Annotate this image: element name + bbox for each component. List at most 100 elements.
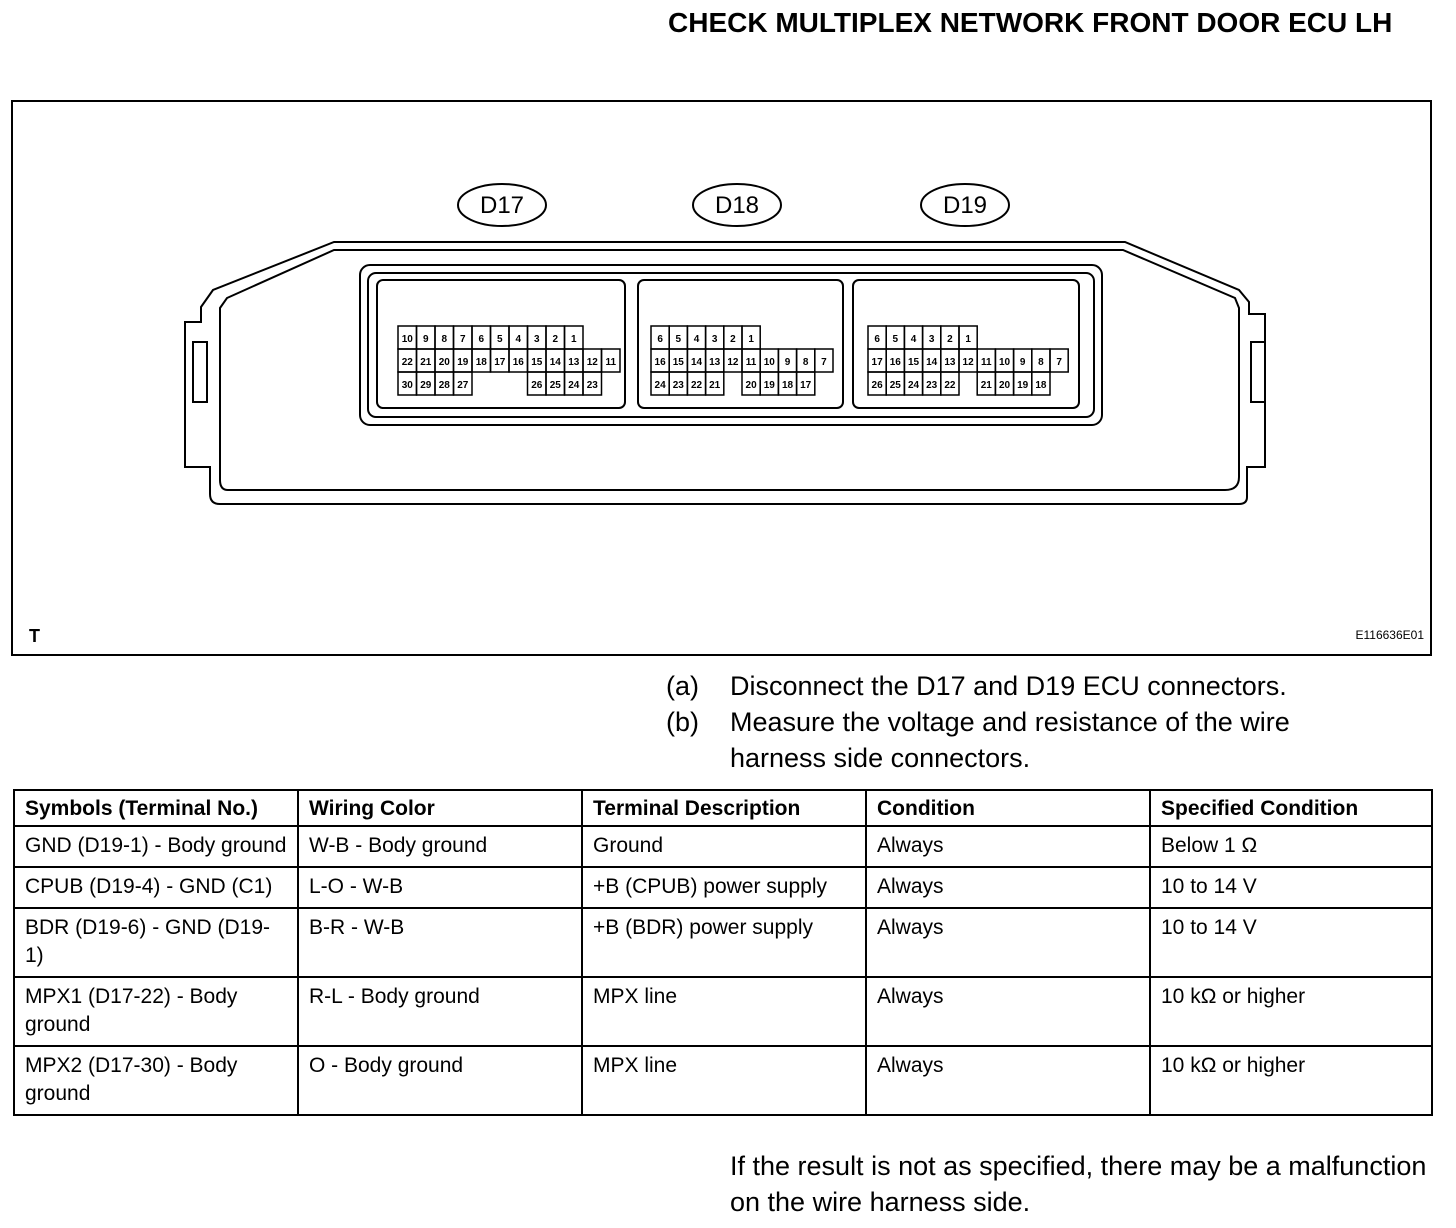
table-cell: MPX line: [581, 1045, 867, 1116]
pin-number: 9: [1020, 357, 1026, 368]
table-cell: CPUB (D19-4) - GND (C1): [13, 866, 299, 909]
pin-number: 3: [712, 334, 718, 345]
pin-number: 10: [402, 334, 414, 345]
pin-number: 8: [803, 357, 809, 368]
step-label: (b): [666, 707, 699, 737]
table-cell: 10 kΩ or higher: [1149, 976, 1433, 1047]
column-header: Terminal Description: [581, 789, 867, 827]
table-cell: +B (BDR) power supply: [581, 907, 867, 978]
pin-number: 23: [673, 380, 685, 391]
table-cell: Always: [865, 1045, 1151, 1116]
connector-label-d19: D19: [920, 183, 1010, 227]
pin-number: 5: [676, 334, 682, 345]
pin-number: 4: [515, 334, 521, 345]
pin-number: 22: [944, 380, 956, 391]
pin-number: 13: [568, 357, 580, 368]
column-header: Wiring Color: [297, 789, 583, 827]
column-header: Specified Condition: [1149, 789, 1433, 827]
pin-number: 14: [926, 357, 938, 368]
pin-number: 25: [550, 380, 562, 391]
pin-number: 8: [441, 334, 447, 345]
pin-number: 27: [457, 380, 469, 391]
table-cell: L-O - W-B: [297, 866, 583, 909]
pin-number: 13: [709, 357, 721, 368]
table-row: MPX2 (D17-30) - Body ground O - Body gro…: [13, 1045, 1433, 1116]
pin-cavity: [814, 348, 834, 373]
pin-number: 18: [1035, 380, 1047, 391]
table-cell: BDR (D19-6) - GND (D19-1): [13, 907, 299, 978]
pin-number: 24: [908, 380, 920, 391]
result-note: If the result is not as specified, there…: [730, 1151, 1427, 1217]
column-header: Symbols (Terminal No.): [13, 789, 299, 827]
pin-number: 7: [1056, 357, 1062, 368]
pin-number: 12: [587, 357, 599, 368]
table-row: BDR (D19-6) - GND (D19-1) B-R - W-B +B (…: [13, 907, 1433, 978]
pin-cavity: [704, 371, 725, 396]
pin-number: 18: [782, 380, 794, 391]
pin-number: 10: [999, 357, 1011, 368]
table-cell: Always: [865, 907, 1151, 978]
pin-number: 4: [694, 334, 700, 345]
pin-number: 22: [691, 380, 703, 391]
pin-number: 5: [893, 334, 899, 345]
table-cell: 10 kΩ or higher: [1149, 1045, 1433, 1116]
pin-number: 20: [999, 380, 1011, 391]
pin-number: 23: [587, 380, 599, 391]
pin-number: 28: [439, 380, 451, 391]
figure-code: E116636E01: [1355, 628, 1424, 642]
pin-number: 3: [929, 334, 935, 345]
pin-number: 11: [746, 357, 757, 368]
step-b: (b) Measure the voltage and resistance o…: [666, 704, 1426, 776]
pin-number: 8: [1038, 357, 1044, 368]
pin-cavity: [582, 371, 603, 396]
pin-number: 9: [785, 357, 791, 368]
pin-number: 2: [730, 334, 736, 345]
pin-number: 5: [497, 334, 503, 345]
pin-number: 24: [568, 380, 580, 391]
pin-number: 25: [890, 380, 902, 391]
pin-number: 20: [746, 380, 758, 391]
pin-number: 6: [478, 334, 484, 345]
connector-label-d17: D17: [457, 183, 547, 227]
table-cell: W-B - Body ground: [297, 825, 583, 868]
pin-number: 21: [709, 380, 721, 391]
pin-number: 7: [821, 357, 827, 368]
connector-label-text: D17: [480, 192, 524, 219]
pin-number: 2: [947, 334, 953, 345]
instruction-steps: (a) Disconnect the D17 and D19 ECU conne…: [666, 668, 1426, 776]
pin-number: 26: [872, 380, 884, 391]
connector-label-text: D18: [715, 192, 759, 219]
pin-cavity: [452, 371, 473, 396]
pin-number: 2: [552, 334, 558, 345]
pin-number: 16: [513, 357, 525, 368]
table-cell: 10 to 14 V: [1149, 866, 1433, 909]
pin-number: 6: [657, 334, 663, 345]
step-text: Disconnect the D17 and D19 ECU connector…: [730, 671, 1287, 701]
pin-number: 19: [764, 380, 776, 391]
table-cell: B-R - W-B: [297, 907, 583, 978]
table-cell: +B (CPUB) power supply: [581, 866, 867, 909]
table-cell: 10 to 14 V: [1149, 907, 1433, 978]
pin-number: 16: [890, 357, 902, 368]
page-title: CHECK MULTIPLEX NETWORK FRONT DOOR ECU L…: [668, 7, 1393, 38]
pin-cavity: [600, 348, 621, 373]
pin-cavity: [1049, 348, 1069, 373]
table-cell: MPX line: [581, 976, 867, 1047]
table-cell: GND (D19-1) - Body ground: [13, 825, 299, 868]
figure-corner-letter: T: [29, 626, 40, 646]
pin-cavity: [1031, 371, 1051, 396]
pin-number: 19: [457, 357, 469, 368]
pin-number: 22: [402, 357, 414, 368]
pin-number: 15: [531, 357, 543, 368]
pin-number: 1: [965, 334, 971, 345]
table-cell: R-L - Body ground: [297, 976, 583, 1047]
pin-number: 7: [460, 334, 466, 345]
step-a: (a) Disconnect the D17 and D19 ECU conne…: [666, 668, 1426, 704]
pin-number: 11: [605, 357, 616, 368]
pin-number: 24: [655, 380, 667, 391]
ecu-housing: [184, 241, 1266, 505]
pin-number: 16: [655, 357, 667, 368]
